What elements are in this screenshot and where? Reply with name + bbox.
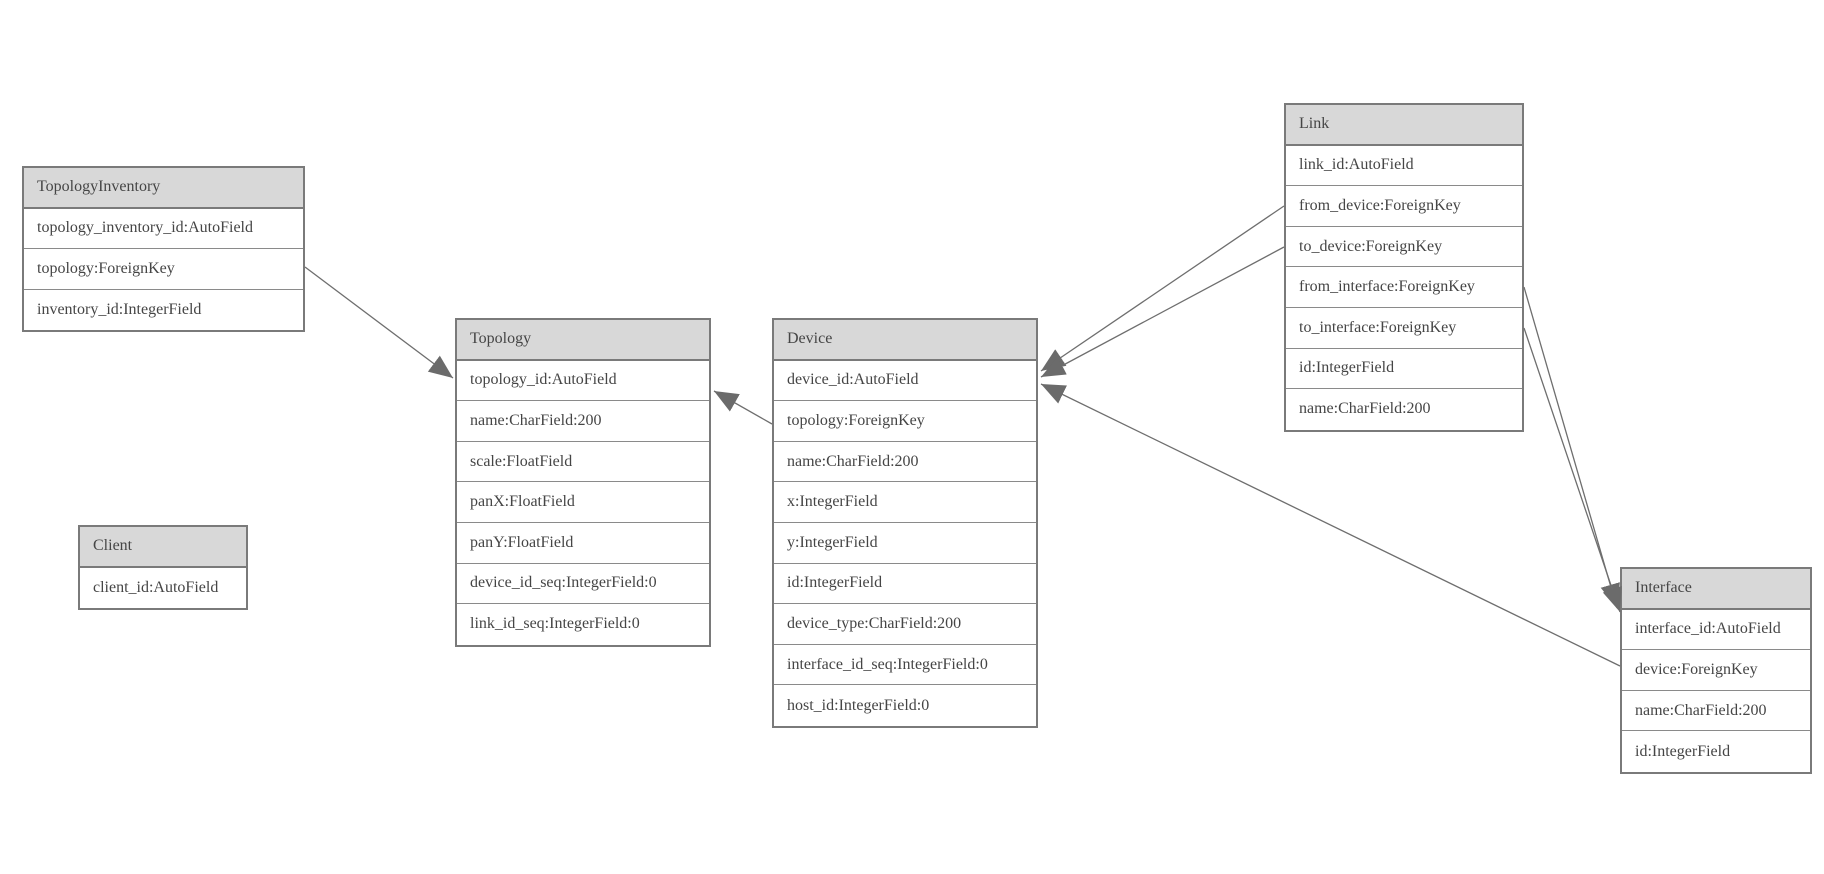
entity-topology-field-6: link_id_seq:IntegerField:0	[457, 604, 709, 645]
entity-topology-field-5: device_id_seq:IntegerField:0	[457, 563, 709, 605]
entity-device-field-5: id:IntegerField	[774, 563, 1036, 605]
entity-topology-field-2: scale:FloatField	[457, 441, 709, 483]
entity-link-field-2: to_device:ForeignKey	[1286, 226, 1522, 268]
entity-topology-field-0: topology_id:AutoField	[457, 360, 709, 402]
entity-device-field-2: name:CharField:200	[774, 441, 1036, 483]
entity-link-field-4: to_interface:ForeignKey	[1286, 307, 1522, 349]
entity-interface-field-3: id:IntegerField	[1622, 731, 1810, 772]
entity-device-field-0: device_id:AutoField	[774, 360, 1036, 402]
entity-link-field-5: id:IntegerField	[1286, 348, 1522, 390]
entity-interface-field-1: device:ForeignKey	[1622, 650, 1810, 691]
entity-link-field-3: from_interface:ForeignKey	[1286, 267, 1522, 308]
entity-interface-title: Interface	[1622, 569, 1810, 610]
relation-link-to-device-device	[1040, 246, 1285, 378]
relation-link-to-interface-interface	[1523, 327, 1622, 613]
entity-link-field-1: from_device:ForeignKey	[1286, 186, 1522, 227]
entity-client-field-0: client_id:AutoField	[80, 567, 246, 609]
entity-device-field-4: y:IntegerField	[774, 522, 1036, 564]
relation-link-from-device-device	[1040, 205, 1285, 372]
entity-topology-field-1: name:CharField:200	[457, 401, 709, 442]
entity-device-title: Device	[774, 320, 1036, 361]
entity-topology-inventory-field-0: topology_inventory_id:AutoField	[24, 208, 303, 250]
entity-device-field-8: host_id:IntegerField:0	[774, 685, 1036, 726]
entity-topology-field-4: panY:FloatField	[457, 522, 709, 564]
relation-topologyinventory-topology	[304, 266, 454, 379]
entity-topology-field-3: panX:FloatField	[457, 482, 709, 523]
entity-device-field-1: topology:ForeignKey	[774, 401, 1036, 442]
entity-link-field-0: link_id:AutoField	[1286, 145, 1522, 187]
relation-link-from-interface-interface	[1523, 286, 1620, 609]
entity-interface-field-0: interface_id:AutoField	[1622, 609, 1810, 651]
entity-topology-inventory-field-1: topology:ForeignKey	[24, 249, 303, 290]
entity-client-title: Client	[80, 527, 246, 568]
entity-interface-field-2: name:CharField:200	[1622, 690, 1810, 732]
entity-device-field-6: device_type:CharField:200	[774, 604, 1036, 645]
entity-device-field-3: x:IntegerField	[774, 482, 1036, 523]
entity-device-field-7: interface_id_seq:IntegerField:0	[774, 644, 1036, 686]
entity-link-field-6: name:CharField:200	[1286, 389, 1522, 430]
entity-link-title: Link	[1286, 105, 1522, 146]
entity-topology-inventory-field-2: inventory_id:IntegerField	[24, 289, 303, 331]
entity-topology-inventory-title: TopologyInventory	[24, 168, 303, 209]
relation-device-topology	[713, 390, 773, 425]
entity-topology-title: Topology	[457, 320, 709, 361]
